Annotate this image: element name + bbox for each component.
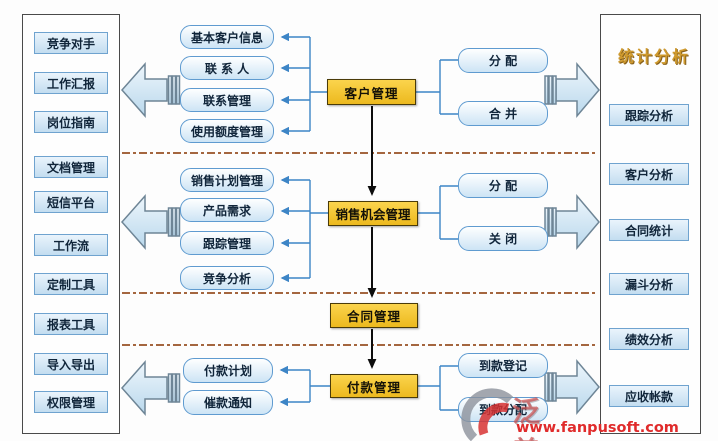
sidebar-item-job-guide: 岗位指南 bbox=[34, 111, 108, 133]
statistics-title: 统计分析 bbox=[618, 47, 691, 66]
stat-funnel-analysis: 漏斗分析 bbox=[609, 273, 689, 295]
sub-sales-plan-management: 销售计划管理 bbox=[180, 168, 274, 192]
sidebar-item-report-tools: 报表工具 bbox=[34, 313, 108, 335]
sub-tracking-management: 跟踪管理 bbox=[180, 231, 274, 255]
stat-receivables: 应收帐款 bbox=[609, 385, 689, 407]
action-close-opportunity: 关 闭 bbox=[458, 226, 548, 251]
module-customer-management: 客户管理 bbox=[327, 79, 416, 105]
sub-payment-plan: 付款计划 bbox=[183, 358, 273, 383]
module-contract-management: 合同管理 bbox=[330, 303, 418, 328]
sidebar-item-permission-management: 权限管理 bbox=[34, 391, 108, 413]
sidebar-item-sms-platform: 短信平台 bbox=[34, 191, 108, 213]
big-arrow-right-2 bbox=[544, 193, 600, 251]
action-payment-register: 到款登记 bbox=[458, 353, 548, 378]
sidebar-item-custom-tools: 定制工具 bbox=[34, 273, 108, 295]
sidebar-item-import-export: 导入导出 bbox=[34, 353, 108, 375]
action-assign-customer: 分 配 bbox=[458, 48, 548, 73]
stat-performance-analysis: 绩效分析 bbox=[609, 328, 689, 350]
big-arrow-left-2 bbox=[120, 194, 181, 250]
stat-customer-analysis: 客户分析 bbox=[609, 163, 689, 185]
sidebar-item-workflow: 工作流 bbox=[34, 234, 108, 256]
big-arrow-right-3 bbox=[544, 358, 600, 416]
big-arrow-right-1 bbox=[544, 61, 600, 119]
statistics-panel: 统计分析 跟踪分析 客户分析 合同统计 漏斗分析 绩效分析 应收帐款 bbox=[600, 14, 701, 434]
sub-contact-person: 联 系 人 bbox=[180, 56, 274, 80]
stat-tracking-analysis: 跟踪分析 bbox=[609, 104, 689, 126]
sidebar-item-competitors: 竞争对手 bbox=[34, 32, 108, 54]
module-sales-opportunity-management: 销售机会管理 bbox=[328, 201, 418, 226]
sub-basic-customer-info: 基本客户信息 bbox=[180, 25, 274, 49]
module-payment-management: 付款管理 bbox=[330, 374, 418, 398]
stat-contract-stats: 合同统计 bbox=[609, 219, 689, 241]
left-tools-panel: 竞争对手 工作汇报 岗位指南 文档管理 短信平台 工作流 定制工具 报表工具 导… bbox=[22, 14, 120, 434]
big-arrow-left-3 bbox=[120, 360, 181, 416]
sub-product-demand: 产品需求 bbox=[180, 198, 274, 222]
sub-usage-quota-management: 使用额度管理 bbox=[180, 119, 274, 143]
action-merge-customer: 合 并 bbox=[458, 101, 548, 126]
sub-contact-management: 联系管理 bbox=[180, 88, 274, 112]
sidebar-item-work-report: 工作汇报 bbox=[34, 72, 108, 94]
sub-payment-reminder: 催款通知 bbox=[183, 390, 273, 415]
action-assign-opportunity: 分 配 bbox=[458, 173, 548, 198]
sidebar-item-document-management: 文档管理 bbox=[34, 156, 108, 178]
watermark-url: www.fanpusoft.com bbox=[516, 420, 679, 436]
big-arrow-left-1 bbox=[120, 62, 181, 118]
watermark-brand: 泛普软件 bbox=[512, 395, 544, 441]
sub-competition-analysis: 竞争分析 bbox=[180, 266, 274, 290]
